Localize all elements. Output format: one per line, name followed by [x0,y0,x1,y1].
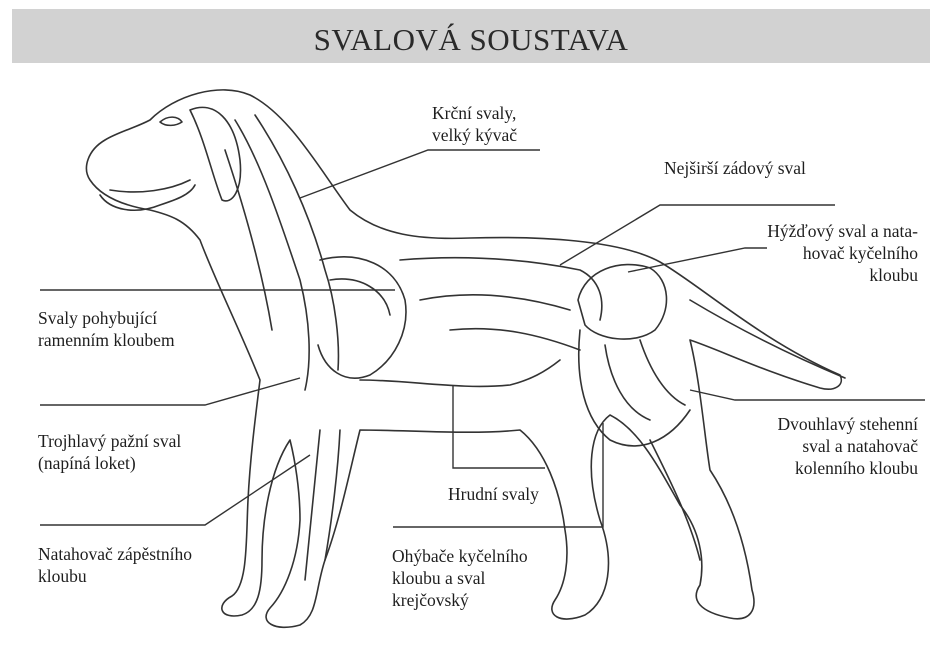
label-line: velký kývač [432,124,517,146]
leader-trojhlavy [40,378,300,405]
label-line: Dvouhlavý stehenní [728,413,918,435]
label-line: (napíná loket) [38,452,181,474]
label-line: Nejširší zádový sval [664,157,806,179]
label-hyzdovy-sval: Hýžďový sval a nata- hovač kyčelního klo… [728,220,918,286]
label-ohybace-kycelniho-kloubu: Ohýbače kyčelního kloubu a sval krejčovs… [392,545,528,611]
label-line: Natahovač zápěstního [38,543,192,565]
label-line: sval a natahovač [728,435,918,457]
dog-eye [160,117,182,125]
label-line: Svaly pohybující [38,307,175,329]
label-line: kloubu a sval [392,567,528,589]
hip-muscle [578,265,666,340]
label-nejsirsi-zadovy-sval: Nejširší zádový sval [664,157,806,179]
dog-tongue [100,185,195,210]
label-line: Trojhlavý pažní sval [38,430,181,452]
label-natahovac-zapestniho-kloubu: Natahovač zápěstního kloubu [38,543,192,587]
label-line: Hrudní svaly [448,483,539,505]
leader-ohybace [393,423,603,527]
dog-jaw [110,180,190,192]
label-dvouhlavy-stehenni-sval: Dvouhlavý stehenní sval a natahovač kole… [728,413,918,479]
label-hrudni-svaly: Hrudní svaly [448,483,539,505]
label-line: hovač kyčelního [728,242,918,264]
label-line: Ohýbače kyčelního [392,545,528,567]
leader-dvouhlavy [690,390,925,400]
dog-ear [190,107,241,200]
leader-hrudni [453,385,545,468]
label-krcni-svaly: Krční svaly, velký kývač [432,102,517,146]
label-trojhlavy-pazni-sval: Trojhlavý pažní sval (napíná loket) [38,430,181,474]
label-line: kloubu [728,264,918,286]
label-line: kloubu [38,565,192,587]
label-line: krejčovský [392,589,528,611]
label-svaly-ramenni: Svaly pohybující ramenním kloubem [38,307,175,351]
label-line: kolenního kloubu [728,457,918,479]
label-line: Hýžďový sval a nata- [728,220,918,242]
label-line: ramenním kloubem [38,329,175,351]
label-line: Krční svaly, [432,102,517,124]
